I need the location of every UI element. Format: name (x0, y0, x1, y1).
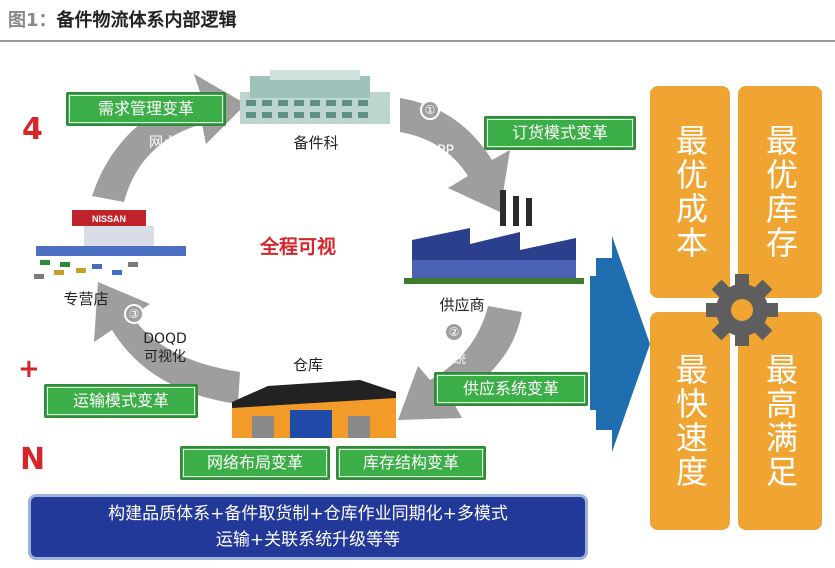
arrow-coop (398, 306, 522, 420)
reform-demand: 需求管理变革 (66, 92, 226, 126)
node-supplier: 供应商 (439, 296, 485, 314)
figure-title: 图1：备件物流体系内部逻辑 (8, 6, 237, 32)
arrow-coop-label: 协同系统 (417, 352, 466, 366)
goal-speed: 最快速度 (650, 312, 730, 530)
reform-supply-label: 供应系统变革 (437, 375, 585, 403)
reform-ordering-label: 订货模式变革 (487, 119, 633, 147)
reform-supply: 供应系统变革 (434, 372, 588, 406)
dealer-icon: NISSAN (34, 210, 186, 279)
arrow-spp (400, 98, 510, 212)
reform-network: 网络布局变革 (180, 446, 330, 480)
goal-cost: 最优成本 (650, 86, 730, 298)
svg-text:NISSAN: NISSAN (92, 214, 126, 224)
arrow-spp-label: SPP (428, 143, 454, 159)
reform-ordering: 订货模式变革 (484, 116, 636, 150)
marker-n: N (20, 442, 46, 477)
factory-icon (404, 190, 584, 284)
gear-overlay (706, 274, 778, 346)
reform-transport: 运输模式变革 (44, 384, 198, 418)
figure-prefix: 图1： (8, 10, 57, 31)
reform-inventory: 库存结构变革 (336, 446, 486, 480)
reform-inventory-label: 库存结构变革 (339, 449, 483, 477)
reform-network-label: 网络布局变革 (183, 449, 327, 477)
marker-plus: + (18, 354, 40, 384)
summary-line-2: 运输+关联系统升级等等 (215, 530, 401, 550)
summary-line-1: 构建品质体系+备件取货制+仓库作业同期化+多模式 (108, 504, 508, 524)
step-three-badge: ③ (124, 304, 144, 324)
step-one-badge: ① (420, 100, 440, 120)
summary-box: 构建品质体系+备件取货制+仓库作业同期化+多模式 运输+关联系统升级等等 (28, 494, 588, 560)
arrow-order-label: 网点 订单 (149, 135, 177, 169)
title-rule (0, 40, 835, 42)
node-warehouse: 仓库 (292, 356, 323, 374)
node-dealer: 专营店 (63, 290, 109, 308)
arrow-doqd-label: DOQD 可视化 (143, 331, 187, 365)
figure-title-text: 备件物流体系内部逻辑 (56, 10, 237, 31)
reform-transport-label: 运输模式变革 (47, 387, 195, 415)
big-blue-arrow-body (596, 236, 650, 452)
node-parts-dept: 备件科 (293, 134, 339, 152)
step-two-badge: ② (444, 322, 464, 342)
center-label: 全程可视 (260, 236, 337, 258)
goal-stock: 最优库存 (738, 86, 822, 298)
warehouse-icon (232, 380, 396, 438)
marker-four: 4 (22, 112, 43, 147)
reform-demand-label: 需求管理变革 (69, 95, 223, 123)
goal-satisfaction: 最高满足 (738, 312, 822, 530)
building-icon (240, 70, 390, 124)
